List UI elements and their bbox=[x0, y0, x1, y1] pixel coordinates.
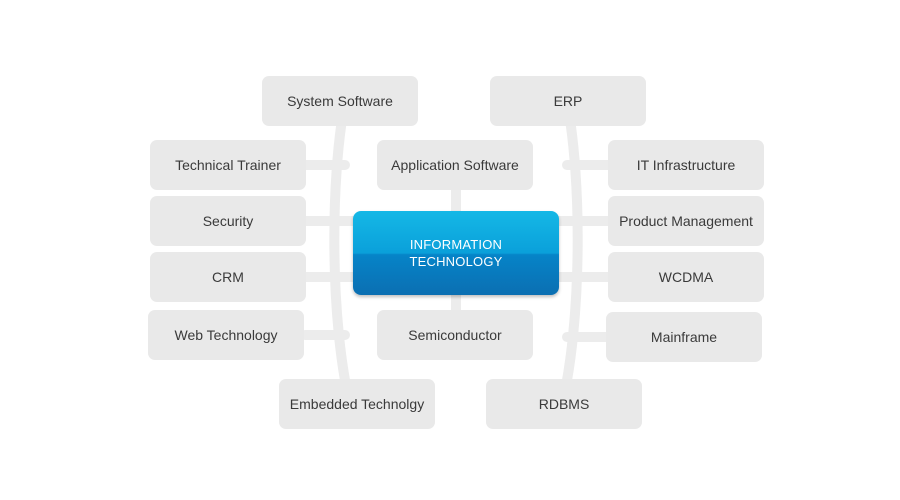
node-system-software: System Software bbox=[262, 76, 418, 126]
center-node-information-technology: INFORMATION TECHNOLOGY bbox=[353, 211, 559, 295]
node-wcdma: WCDMA bbox=[608, 252, 764, 302]
node-label: CRM bbox=[212, 269, 244, 285]
node-security: Security bbox=[150, 196, 306, 246]
node-semiconductor: Semiconductor bbox=[377, 310, 533, 360]
center-node-label: INFORMATION TECHNOLOGY bbox=[409, 237, 503, 269]
node-it-infrastructure: IT Infrastructure bbox=[608, 140, 764, 190]
node-label: Application Software bbox=[391, 157, 519, 173]
node-label: Web Technology bbox=[174, 327, 278, 343]
node-product-management: Product Management bbox=[608, 196, 764, 246]
node-crm: CRM bbox=[150, 252, 306, 302]
node-label: WCDMA bbox=[658, 269, 714, 285]
node-label: System Software bbox=[287, 93, 393, 109]
node-label: RDBMS bbox=[538, 396, 590, 412]
node-rdbms: RDBMS bbox=[486, 379, 642, 429]
node-label: Security bbox=[202, 213, 254, 229]
node-label: ERP bbox=[553, 93, 583, 109]
node-erp: ERP bbox=[490, 76, 646, 126]
node-application-software: Application Software bbox=[377, 140, 533, 190]
node-mainframe: Mainframe bbox=[606, 312, 762, 362]
node-technical-trainer: Technical Trainer bbox=[150, 140, 306, 190]
node-label: Embedded Technolgy bbox=[289, 396, 425, 412]
node-label: Mainframe bbox=[650, 329, 718, 345]
node-web-technology: Web Technology bbox=[148, 310, 304, 360]
node-label: Technical Trainer bbox=[175, 157, 281, 173]
node-label: Product Management bbox=[619, 213, 753, 229]
node-label: Semiconductor bbox=[408, 327, 502, 343]
node-embedded-technology: Embedded Technolgy bbox=[279, 379, 435, 429]
node-label: IT Infrastructure bbox=[636, 157, 736, 173]
